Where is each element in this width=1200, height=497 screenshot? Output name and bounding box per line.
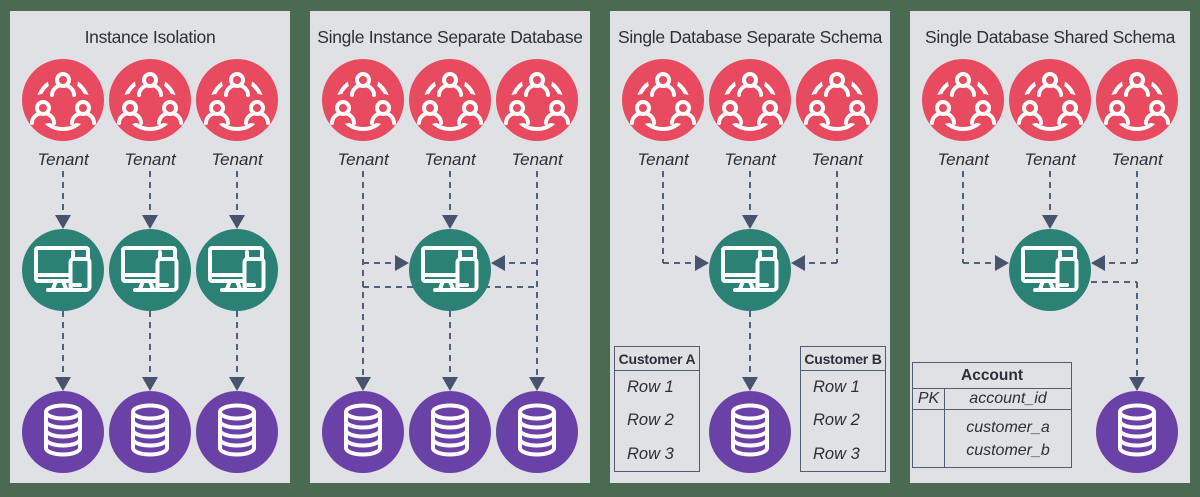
customer-b-table: Customer B Row 1 Row 2 Row 3 [800, 346, 886, 472]
tenant-node [322, 59, 404, 141]
devices-icon [1009, 229, 1091, 311]
database-node [109, 391, 191, 473]
tenant-label: Tenant [511, 150, 563, 169]
panel-single-instance-separate-database: Single Instance Separate Database Tenant… [310, 11, 590, 483]
connector-arrows [662, 171, 838, 391]
tenant-label: Tenant [937, 150, 989, 169]
database-node [196, 391, 278, 473]
database-icon [1096, 391, 1178, 473]
field-name: customer_b [966, 441, 1050, 459]
devices-icon [409, 229, 491, 311]
app-instance-node [196, 229, 278, 311]
tenant-label: Tenant [337, 150, 389, 169]
tenant-group-icon [1096, 59, 1178, 141]
table-row: Row 2 [813, 411, 860, 430]
tenant-group-icon [409, 59, 491, 141]
tenant-group-icon [109, 59, 191, 141]
account-table: Account PK account_id customer_a custome… [912, 362, 1072, 468]
database-node [409, 391, 491, 473]
table-row: Row 1 [813, 378, 860, 397]
tenant-label: Tenant [1024, 150, 1076, 169]
connector-arrows [355, 171, 545, 391]
tenant-group-icon [196, 59, 278, 141]
devices-icon [709, 229, 791, 311]
tenant-label: Tenant [637, 150, 689, 169]
tenant-node [196, 59, 278, 141]
empty-key-cell [913, 410, 945, 468]
app-instance-node [1009, 229, 1091, 311]
database-icon [22, 391, 104, 473]
panel-single-database-separate-schema: Single Database Separate Schema Tenant T… [610, 11, 890, 483]
app-instance-node [109, 229, 191, 311]
account-table-header: Account [913, 363, 1071, 389]
panel-single-database-shared-schema: Single Database Shared Schema Tenant Ten… [910, 11, 1190, 483]
tenant-group-icon [322, 59, 404, 141]
database-icon [109, 391, 191, 473]
tenant-group-icon [1009, 59, 1091, 141]
tenant-node [1009, 59, 1091, 141]
tenant-label: Tenant [424, 150, 476, 169]
devices-icon [109, 229, 191, 311]
table-row: Row 2 [627, 411, 674, 430]
table-header: Customer B [801, 347, 885, 371]
database-icon [496, 391, 578, 473]
pk-field-cell: account_id [945, 389, 1071, 410]
database-node [1096, 391, 1178, 473]
tenant-group-icon [922, 59, 1004, 141]
devices-icon [22, 229, 104, 311]
connector-arrows [55, 171, 245, 391]
tenant-node [409, 59, 491, 141]
panel-title: Single Database Shared Schema [924, 27, 1176, 47]
app-instance-node [709, 229, 791, 311]
tenant-node [22, 59, 104, 141]
panel-title: Single Instance Separate Database [317, 27, 583, 47]
tenant-node [709, 59, 791, 141]
field-cell: customer_a customer_b [945, 410, 1071, 468]
database-icon [409, 391, 491, 473]
devices-icon [196, 229, 278, 311]
tenant-node [922, 59, 1004, 141]
table-header: Customer A [615, 347, 699, 371]
tenant-group-icon [709, 59, 791, 141]
tenant-node [622, 59, 704, 141]
panel-title: Instance Isolation [84, 27, 216, 47]
database-icon [196, 391, 278, 473]
tenant-node [796, 59, 878, 141]
tenant-label: Tenant [124, 150, 176, 169]
database-node [22, 391, 104, 473]
database-node [496, 391, 578, 473]
tenant-group-icon [622, 59, 704, 141]
app-instance-node [409, 229, 491, 311]
pk-label-cell: PK [913, 389, 945, 410]
panel-instance-isolation: Instance Isolation Tenant Tenant Tenant [10, 11, 290, 483]
tenant-node [1096, 59, 1178, 141]
database-node [322, 391, 404, 473]
tenant-label: Tenant [211, 150, 263, 169]
tenant-node [496, 59, 578, 141]
tenant-node [109, 59, 191, 141]
tenant-group-icon [796, 59, 878, 141]
app-instance-node [22, 229, 104, 311]
tenant-label: Tenant [1111, 150, 1163, 169]
connector-arrows [962, 171, 1145, 391]
tenant-group-icon [22, 59, 104, 141]
table-row: Row 3 [813, 444, 860, 463]
table-row: Row 1 [627, 378, 674, 397]
database-icon [709, 391, 791, 473]
database-icon [322, 391, 404, 473]
panel-title: Single Database Separate Schema [617, 27, 883, 47]
field-name: customer_a [966, 418, 1050, 436]
tenant-group-icon [496, 59, 578, 141]
tenant-label: Tenant [811, 150, 863, 169]
customer-a-table: Customer A Row 1 Row 2 Row 3 [614, 346, 700, 472]
database-node [709, 391, 791, 473]
tenant-label: Tenant [37, 150, 89, 169]
table-row: Row 3 [627, 444, 674, 463]
tenant-label: Tenant [724, 150, 776, 169]
